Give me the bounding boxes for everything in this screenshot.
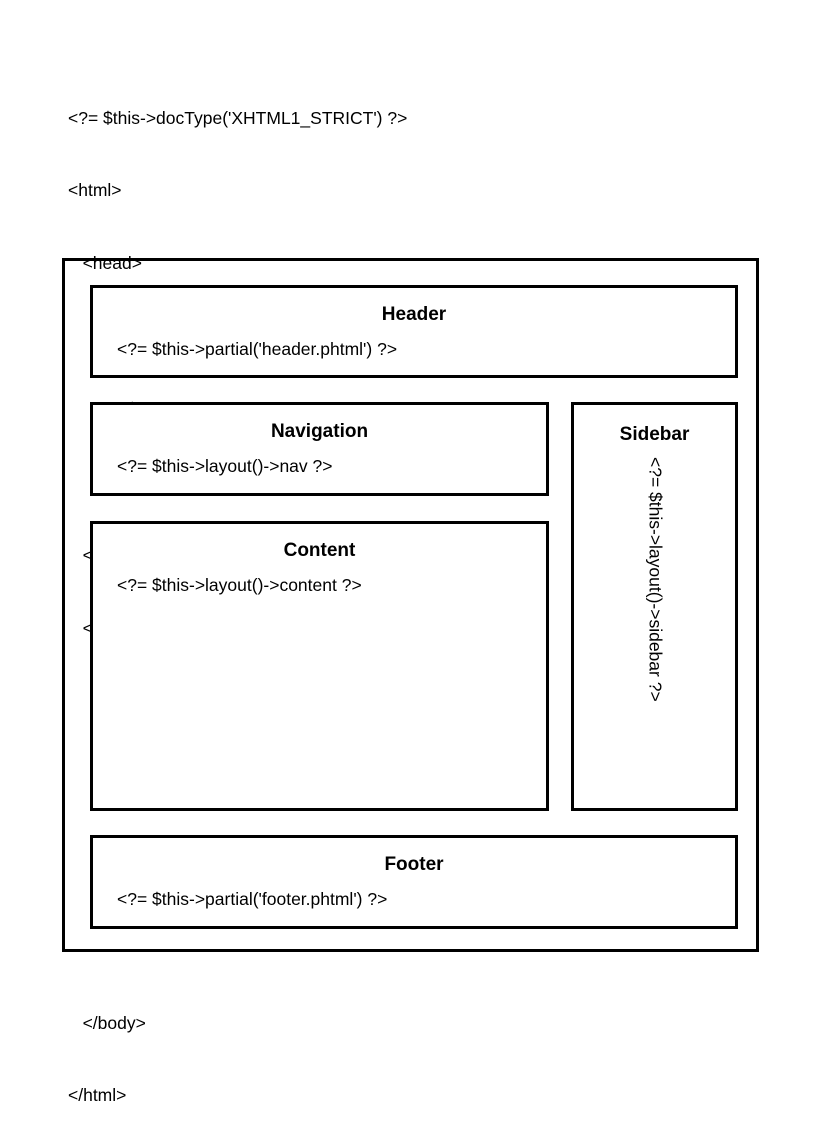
box-title-header: Header <box>381 304 447 325</box>
box-code-sidebar: <?= $this->layout()->sidebar ?> <box>645 457 666 702</box>
box-code-footer: <?= $this->partial('footer.phtml') ?> <box>117 889 388 909</box>
code-line: <html> <box>68 180 122 201</box>
diagram-box-content: Content <?= $this->layout()->content ?> <box>90 521 549 811</box>
box-code-navigation: <?= $this->layout()->nav ?> <box>117 456 333 476</box>
box-title-navigation: Navigation <box>270 421 369 442</box>
box-code-content: <?= $this->layout()->content ?> <box>117 575 362 595</box>
code-line: <?= $this->docType('XHTML1_STRICT') ?> <box>68 107 408 128</box>
box-code-header: <?= $this->partial('header.phtml') ?> <box>117 339 398 359</box>
layout-diagram-frame: Header <?= $this->partial('header.phtml'… <box>62 258 759 952</box>
box-title-footer: Footer <box>384 854 444 875</box>
code-block-bottom: </body> </html> <box>68 962 146 1132</box>
diagram-box-navigation: Navigation <?= $this->layout()->nav ?> <box>90 402 549 496</box>
diagram-box-sidebar: Sidebar <?= $this->layout()->sidebar ?> <box>571 402 738 811</box>
box-code-sidebar-wrapper: <?= $this->layout()->sidebar ?> <box>574 457 735 807</box>
code-line: </html> <box>68 1085 127 1106</box>
box-title-sidebar: Sidebar <box>619 424 690 445</box>
diagram-box-footer: Footer <?= $this->partial('footer.phtml'… <box>90 835 738 929</box>
box-title-content: Content <box>283 540 356 561</box>
code-line: </body> <box>68 1012 146 1033</box>
diagram-box-header: Header <?= $this->partial('header.phtml'… <box>90 285 738 378</box>
